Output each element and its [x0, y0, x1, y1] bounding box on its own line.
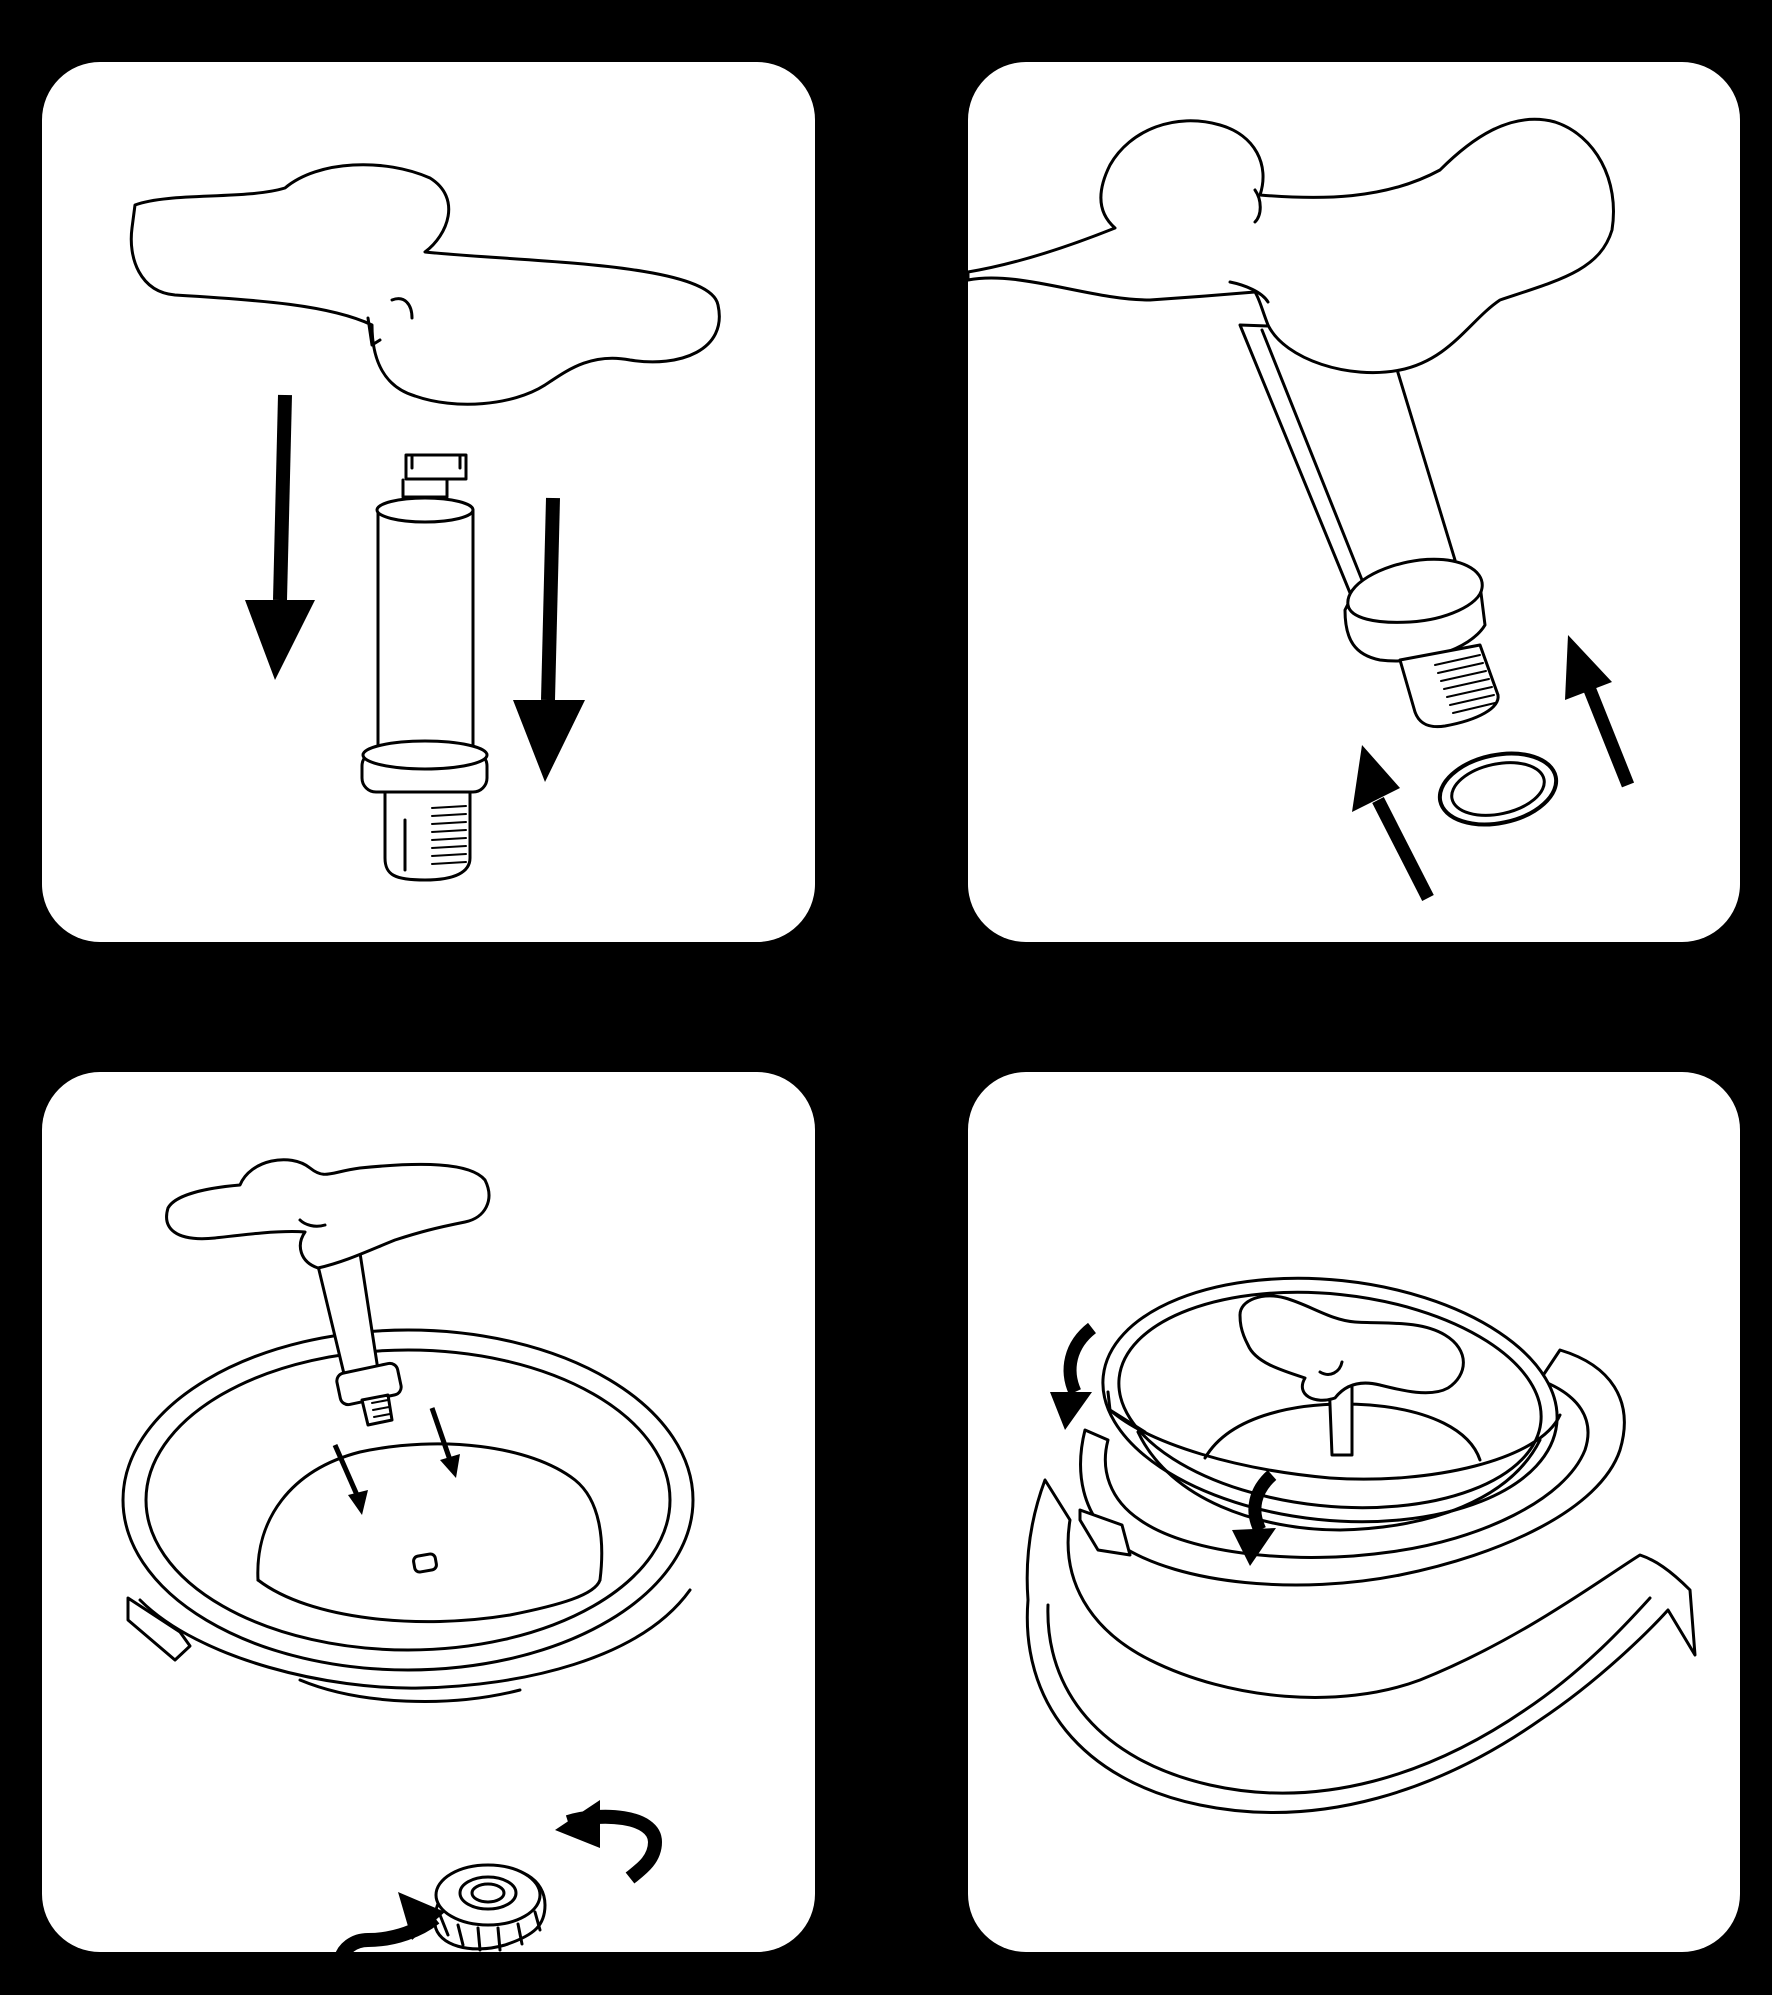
panel-step-4 — [968, 1072, 1740, 1952]
rotate-arrow-lower-right — [1232, 1470, 1277, 1566]
bowl-into-stand-icon — [1025, 1276, 1697, 1814]
panel-step-3 — [42, 1072, 815, 1977]
arrow-down-small-right — [429, 1407, 460, 1478]
rotate-arrow-right — [555, 1800, 663, 1884]
nut-icon — [433, 1863, 547, 1952]
arrow-up-right — [1565, 635, 1635, 788]
arrow-down-left — [245, 394, 315, 680]
arrow-down-right — [513, 497, 585, 782]
panel-step-2 — [966, 62, 1740, 942]
shaft-into-bowl-with-nut-icon — [121, 1158, 695, 1952]
rotate-arrow-left — [333, 1892, 445, 1977]
arrow-down-small-left — [332, 1443, 368, 1515]
rotate-arrow-upper-left — [1050, 1322, 1097, 1430]
panel-step-1 — [42, 62, 815, 942]
bone-handle-and-threaded-shaft-icon — [129, 163, 721, 882]
arrow-up-left — [1352, 745, 1434, 901]
shaft-and-seal-ring-icon — [966, 117, 1615, 827]
